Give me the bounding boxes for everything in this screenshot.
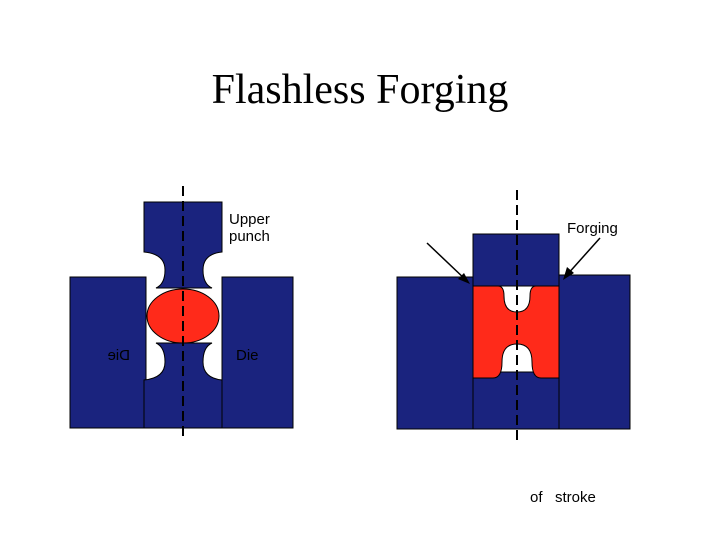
slide-title: Flashless Forging xyxy=(211,67,509,113)
upper-punch-label-line2: punch xyxy=(229,228,270,245)
left-diagram: Upper punch Die Die xyxy=(69,186,294,440)
arrowhead-left xyxy=(458,273,470,284)
right-diagram: Forging of stroke xyxy=(396,190,631,506)
die-right-label: Die xyxy=(236,347,259,364)
right-diag-left-die xyxy=(396,276,474,430)
forging-label: Forging xyxy=(567,220,618,237)
upper-punch xyxy=(143,201,223,289)
upper-punch-label-line1: Upper xyxy=(229,211,270,228)
die-left-label: Die xyxy=(107,347,130,364)
arrowhead-right xyxy=(563,267,574,280)
right-die-block xyxy=(221,276,294,429)
stroke-label: of stroke xyxy=(530,489,596,506)
forging-arrow-right xyxy=(565,237,601,277)
left-die-block xyxy=(69,276,147,429)
forging-arrow-left xyxy=(426,242,468,282)
right-diag-right-die xyxy=(557,274,631,430)
